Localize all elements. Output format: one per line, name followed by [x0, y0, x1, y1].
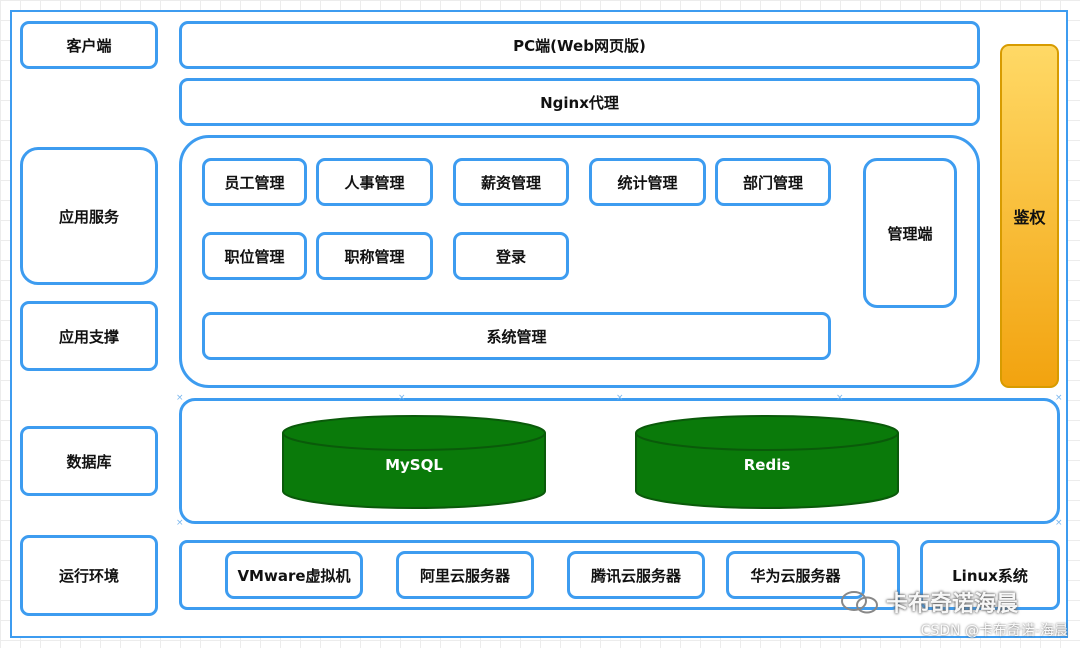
hr-management: 人事管理 — [316, 158, 433, 206]
nginx-proxy: Nginx代理 — [179, 78, 980, 126]
department-management: 部门管理 — [715, 158, 831, 206]
redis-label: Redis — [743, 456, 791, 474]
watermark-sub-text: CSDN @卡布奇诺-海晨 — [920, 623, 1068, 639]
auth-bar: 鉴权 — [1000, 44, 1059, 388]
redis-database: Redis — [634, 414, 900, 510]
layer-app-service: 应用服务 — [20, 147, 158, 285]
linux-system: Linux系统 — [920, 540, 1060, 610]
layer-database: 数据库 — [20, 426, 158, 496]
statistics-management: 统计管理 — [589, 158, 706, 206]
title-management: 职称管理 — [316, 232, 433, 280]
tencent-server: 腾讯云服务器 — [567, 551, 705, 599]
mysql-label: MySQL — [385, 456, 443, 474]
pc-web-client: PC端(Web网页版) — [179, 21, 980, 69]
mysql-cylinder-icon — [282, 415, 546, 509]
aliyun-server: 阿里云服务器 — [396, 551, 534, 599]
layer-runtime: 运行环境 — [20, 535, 158, 616]
layer-client: 客户端 — [20, 21, 158, 69]
position-management: 职位管理 — [202, 232, 307, 280]
system-management: 系统管理 — [202, 312, 831, 360]
huawei-server: 华为云服务器 — [726, 551, 865, 599]
mysql-database: MySQL — [281, 414, 547, 510]
redis-cylinder-icon — [635, 415, 899, 509]
salary-management: 薪资管理 — [453, 158, 569, 206]
employee-management: 员工管理 — [202, 158, 307, 206]
login: 登录 — [453, 232, 569, 280]
layer-app-support: 应用支撑 — [20, 301, 158, 371]
watermark-main-text: 卡布奇诺海晨 — [886, 592, 1019, 617]
watermark: 卡布奇诺海晨 — [840, 586, 1018, 618]
vmware-vm: VMware虚拟机 — [225, 551, 363, 599]
wechat-icon — [841, 591, 878, 614]
admin-end: 管理端 — [863, 158, 957, 308]
